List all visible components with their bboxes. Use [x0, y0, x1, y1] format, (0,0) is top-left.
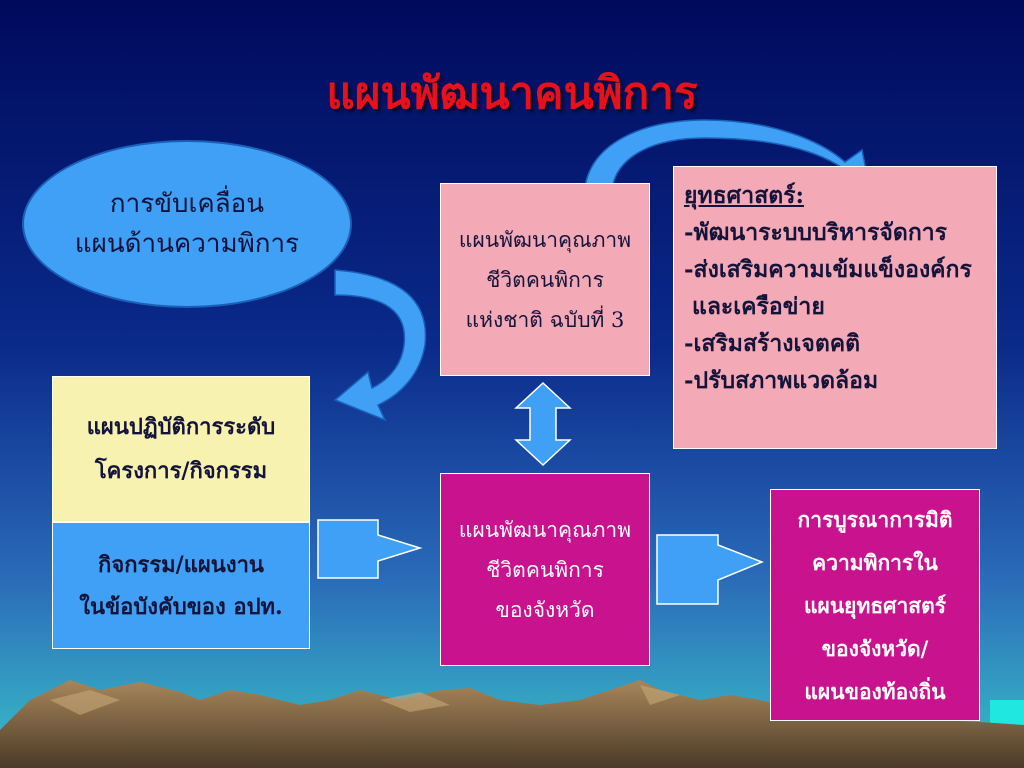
national-plan-line-2: ชีวิตคนพิการ	[486, 267, 604, 292]
mountains	[0, 680, 1024, 768]
oval-line-2: แผนด้านความพิการ	[74, 229, 300, 259]
oval-line-1: การขับเคลื่อน	[109, 189, 265, 219]
integration-line-1: การบูรณาการมิติ	[797, 506, 953, 532]
integration-line-5: แผนของท้องถิ่น	[804, 678, 946, 704]
strategy-item-4: -เสริมสร้างเจตคติ	[684, 330, 861, 357]
action-plan-line-1: แผนปฏิบัติการระดับ	[86, 414, 276, 440]
right-arrow-2	[656, 534, 765, 605]
right-arrow-1	[317, 519, 423, 579]
strategy-item-1: -พัฒนาระบบบริหารจัดการ	[684, 219, 948, 246]
strategy-item-2: -ส่งเสริมความเข้มแข็งองค์กร	[684, 256, 972, 283]
strategy-box: ยุทธศาสตร์: -พัฒนาระบบบริหารจัดการ -ส่งเ…	[673, 166, 997, 449]
action-plan-line-2: โครงการ/กิจกรรม	[94, 458, 268, 484]
strategy-item-3: และเครือข่าย	[684, 293, 825, 320]
provincial-plan-line-2: ชีวิตคนพิการ	[486, 557, 604, 582]
national-plan-line-1: แผนพัฒนาคุณภาพ	[458, 227, 632, 252]
drive-disability-plan-oval: การขับเคลื่อน แผนด้านความพิการ	[22, 140, 352, 308]
provincial-plan-line-3: ของจังหวัด	[495, 597, 595, 622]
national-plan-line-3: แห่งชาติ ฉบับที่ 3	[465, 307, 625, 332]
activities-line-2: ในข้อบังคับของ อปท.	[79, 593, 283, 620]
strategy-heading: ยุทธศาสตร์:	[684, 182, 805, 209]
national-plan-box: แผนพัฒนาคุณภาพ ชีวิตคนพิการ แห่งชาติ ฉบั…	[440, 183, 650, 376]
integration-box: การบูรณาการมิติ ความพิการใน แผนยุทธศาสตร…	[770, 489, 980, 721]
integration-line-4: ของจังหวัด/	[821, 635, 929, 661]
curved-arrow-left	[333, 269, 427, 422]
integration-line-3: แผนยุทธศาสตร์	[803, 592, 947, 618]
activities-box: กิจกรรม/แผนงาน ในข้อบังคับของ อปท.	[52, 522, 310, 649]
action-plan-box: แผนปฏิบัติการระดับ โครงการ/กิจกรรม	[52, 376, 310, 522]
double-vertical-arrow	[514, 381, 572, 467]
provincial-plan-box: แผนพัฒนาคุณภาพ ชีวิตคนพิการ ของจังหวัด	[440, 473, 650, 666]
strategy-item-5: -ปรับสภาพแวดล้อม	[684, 367, 879, 394]
page-title: แผนพัฒนาคนพิการ	[326, 68, 698, 119]
integration-line-2: ความพิการใน	[812, 549, 938, 575]
provincial-plan-line-1: แผนพัฒนาคุณภาพ	[458, 517, 632, 542]
activities-line-1: กิจกรรม/แผนงาน	[98, 551, 264, 578]
